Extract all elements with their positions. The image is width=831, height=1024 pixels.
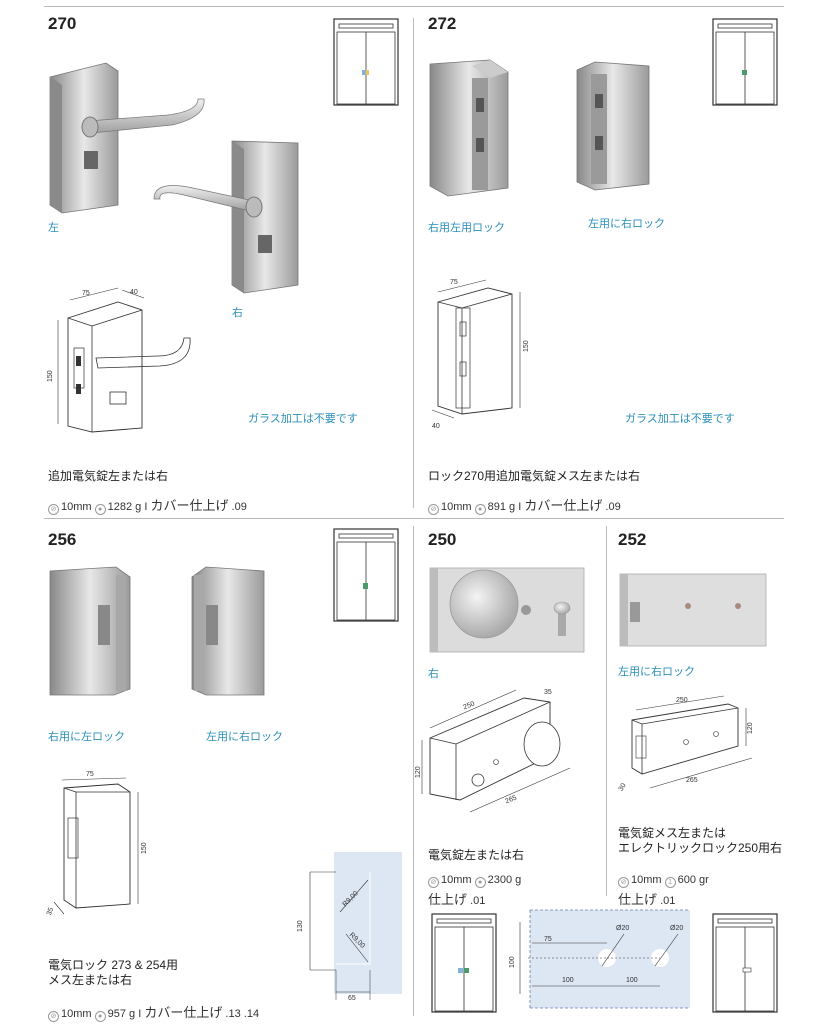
product-description-line2: メス左または右: [48, 973, 133, 987]
dim-length: 265: [686, 777, 698, 784]
lock-250-photo: [429, 567, 585, 653]
weight-icon: ●: [474, 504, 486, 515]
glass-thickness-icon: ⊘: [428, 877, 439, 888]
weight-icon: ●: [94, 504, 106, 515]
spec-line: ⊘10mm ●957 g I カバー仕上げ .13 .14: [48, 1002, 259, 1022]
dim-length: 265: [504, 794, 518, 805]
product-description-line2: エレクトリックロック250用右: [618, 841, 783, 855]
dim-width: 75: [86, 771, 94, 778]
dim-height: 150: [141, 842, 148, 854]
door-diagram-icon: [431, 913, 497, 1013]
product-number-250: 250: [428, 530, 457, 549]
product-description: 電気錠左または右: [428, 848, 525, 862]
product-description: ロック270用追加電気錠メス左または右: [428, 469, 641, 483]
product-description: 追加電気錠左または右: [48, 469, 169, 483]
product-description-line1: 電気ロック 273 & 254用: [48, 958, 179, 972]
glass-cutout-diagram-256: 130 R9,00 R9,00 65: [297, 852, 402, 1002]
lock-252-dimension-drawing: 250 120 30 265: [618, 695, 754, 792]
divider-bottom-right: [606, 526, 607, 896]
door-diagram-icon: [712, 913, 778, 1013]
note-no-glass-processing: ガラス加工は不要です: [248, 413, 358, 425]
lock-272-a-photo: [429, 59, 509, 197]
dim-height: 100: [509, 956, 516, 968]
dim-width: 65: [348, 995, 356, 1002]
dim-depth: 30: [618, 782, 628, 792]
spec-line: ⊘10mm ●2300 g: [428, 874, 521, 888]
glass-cutout-diagram-250: 75 100 100 100 Ø20 Ø20: [509, 909, 690, 1009]
glass-thickness-icon: ⊘: [618, 877, 629, 888]
product-number-270: 270: [48, 14, 77, 33]
product-number-256: 256: [48, 530, 77, 549]
weight-icon: ●: [474, 877, 486, 888]
divider-bottom-left: [413, 526, 414, 1016]
dim-depth: 35: [544, 689, 552, 696]
glass-thickness-icon: ⊘: [48, 1011, 59, 1022]
dim-width: 250: [462, 700, 476, 711]
finish-line: 仕上げ .01: [618, 892, 676, 907]
dim-offset: 75: [544, 936, 552, 943]
dim-width: 250: [676, 697, 688, 704]
door-diagram-icon: [333, 528, 399, 622]
dim-depth: 35: [46, 907, 55, 917]
product-number-252: 252: [618, 530, 647, 549]
dim-spacing-2: 100: [626, 977, 638, 984]
dim-height: 150: [47, 370, 54, 382]
weight-icon: 1: [664, 877, 676, 888]
caption: 左用に右ロック: [618, 666, 695, 678]
note-no-glass-processing: ガラス加工は不要です: [625, 413, 735, 425]
dim-diameter-2: Ø20: [670, 925, 683, 932]
weight-icon: ●: [94, 1011, 106, 1022]
dim-depth: 40: [432, 423, 440, 430]
glass-thickness-icon: ⊘: [428, 504, 439, 515]
lock-270-dimension-drawing: 75 40 150: [47, 287, 191, 433]
caption-right: 右: [428, 668, 439, 680]
lock-270-left-photo: [49, 62, 205, 214]
glass-thickness-icon: ⊘: [48, 504, 59, 515]
caption-a: 右用左用ロック: [428, 222, 505, 234]
product-description-line1: 電気錠メス左または: [618, 826, 727, 840]
spec-line: ⊘10mm ●1282 g I カバー仕上げ .09: [48, 495, 247, 515]
dim-height: 120: [747, 722, 754, 734]
caption-b: 左用に右ロック: [588, 218, 665, 230]
lock-256-dimension-drawing: 75 150 35: [46, 771, 148, 917]
lock-256-b-photo: [191, 566, 265, 696]
caption-a: 右用に左ロック: [48, 731, 125, 743]
dim-depth: 40: [130, 289, 138, 296]
caption-b: 左用に右ロック: [206, 731, 283, 743]
dim-width: 75: [82, 290, 90, 297]
caption-left: 左: [48, 222, 59, 234]
door-diagram-icon: [712, 18, 778, 106]
dim-height: 150: [523, 340, 530, 352]
lock-270-right-photo: [153, 140, 299, 294]
top-rule: [44, 6, 784, 7]
dim-width: 75: [450, 279, 458, 286]
lock-250-dimension-drawing: 250 35 120 265: [415, 689, 571, 813]
lock-272-dimension-drawing: 75 150 40: [431, 279, 530, 430]
lock-256-a-photo: [49, 566, 131, 696]
caption-right: 右: [232, 307, 243, 319]
lock-272-b-photo: [576, 61, 650, 191]
lock-252-photo: [619, 573, 767, 647]
dim-spacing-1: 100: [562, 977, 574, 984]
middle-rule: [44, 518, 784, 519]
dim-diameter-1: Ø20: [616, 925, 629, 932]
door-diagram-icon: [333, 18, 399, 106]
divider-top: [413, 18, 414, 508]
finish-line: 仕上げ .01: [428, 892, 486, 907]
product-number-272: 272: [428, 14, 457, 33]
dim-height: 120: [415, 766, 422, 778]
spec-line: ⊘10mm ●891 g I カバー仕上げ .09: [428, 495, 621, 515]
dim-height: 130: [297, 920, 304, 932]
